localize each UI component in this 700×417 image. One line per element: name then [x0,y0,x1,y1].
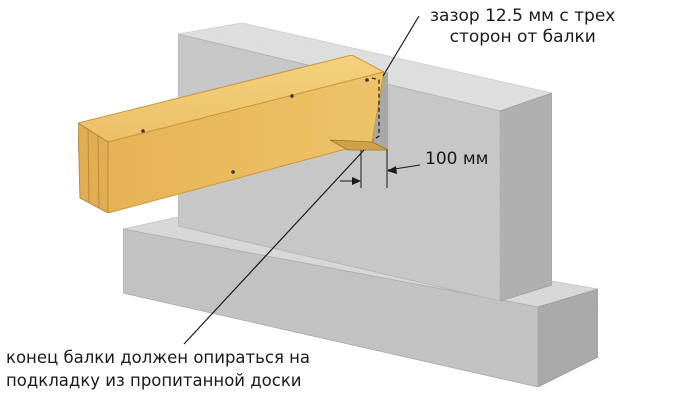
beam-ply-line [97,134,100,209]
support-annotation: конец балки должен опираться на подкладк… [6,347,310,393]
dimension-arrow-right [387,166,397,174]
nail-dot [141,129,145,133]
foundation-side-face [122,228,539,388]
treated-board-pad [329,139,389,151]
gap-annotation-line2: сторон от балки [449,27,596,48]
bearing-width-label: 100 мм [425,149,489,169]
beam-ply-line [87,128,90,204]
wooden-beam [76,54,386,214]
nail-dot [290,94,294,98]
support-leader-line [183,149,365,345]
wall-front-face [499,92,553,302]
nail-dot [365,78,369,82]
gap-annotation-line1: зазор 12.5 мм с трех [430,6,616,26]
support-annotation-line2: подкладку из пропитанной доски [6,370,302,390]
support-annotation-line1: конец балки должен опираться на [6,348,311,367]
gap-leader-line [382,15,420,77]
bearing-dimension [340,150,421,188]
dimension-arrow-left [352,177,361,185]
gap-indicator [371,15,420,141]
nail-dot [231,170,235,174]
gap-annotation: зазор 12.5 мм с трех сторон от балки [430,6,615,49]
gap-dashed-line [371,77,380,141]
